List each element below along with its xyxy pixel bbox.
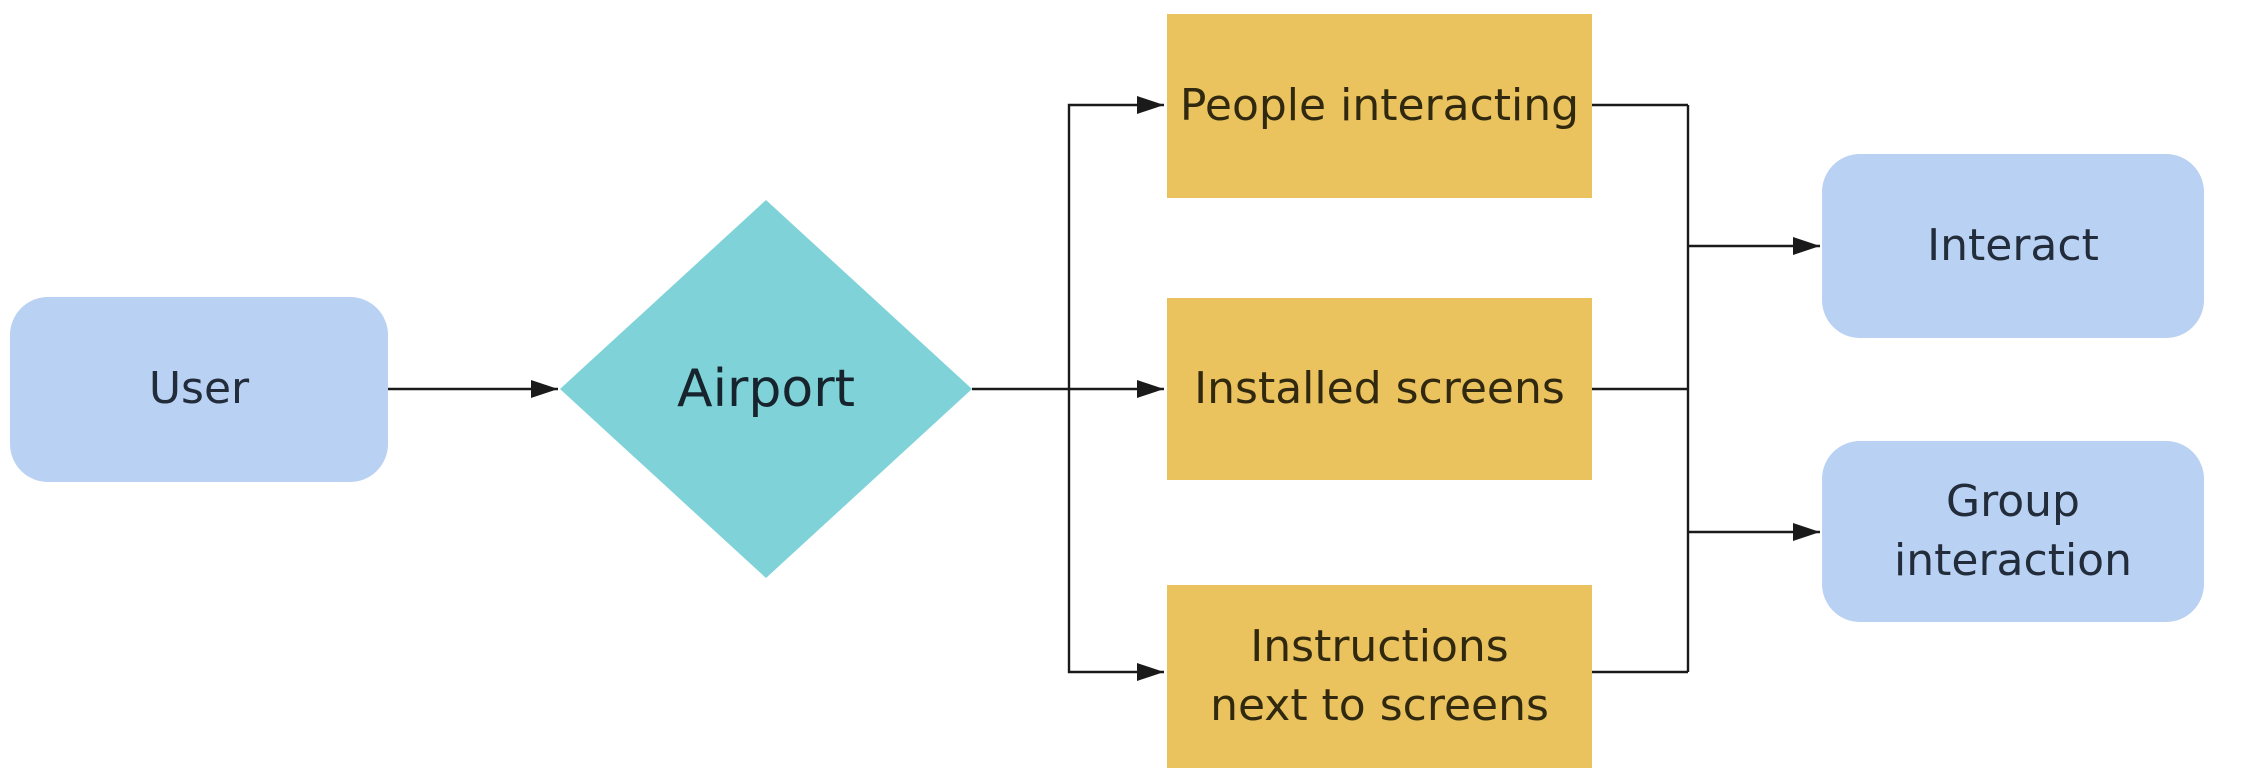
node-user-label: User [148,363,250,415]
node-installed-screens-label: Installed screens [1194,362,1565,414]
node-interact: Interact [1822,154,2204,338]
node-people-interacting-label: People interacting [1179,79,1580,131]
node-people-interacting: People interacting [1167,14,1592,198]
edge-airport-instructions [1067,389,1164,681]
node-group-interaction: Group interaction [1822,441,2204,622]
node-user: User [10,297,388,482]
node-interact-label: Interact [1927,219,2099,271]
node-instructions-label: Instructions next to screens [1210,621,1549,731]
edge-airport-people-interacting [1067,96,1164,389]
node-airport-label: Airport [677,358,855,419]
node-instructions-next-to-screens: Instructions next to screens [1167,585,1592,768]
node-group-interaction-label: Group interaction [1894,476,2132,586]
node-installed-screens: Installed screens [1167,298,1592,480]
